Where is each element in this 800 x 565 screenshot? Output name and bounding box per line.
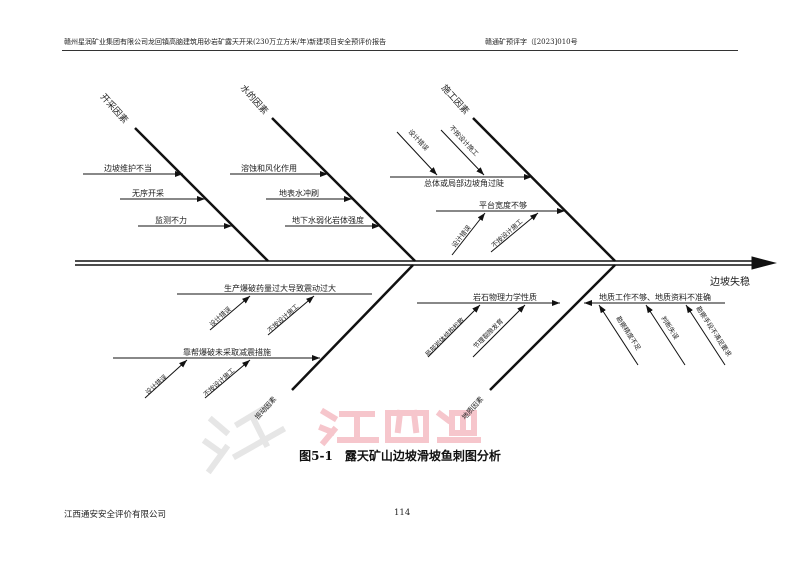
sub-cause-line xyxy=(440,129,485,176)
cause-label: 地质工作不够、地质资料不准确 xyxy=(599,292,711,302)
sub-cause-line xyxy=(209,295,251,331)
cause-label: 无序开采 xyxy=(132,188,164,198)
sub-cause-label: 设计错误 xyxy=(207,304,233,328)
cause-label: 地下水弱化岩体强度 xyxy=(292,215,364,225)
watermark-glyph-gray xyxy=(201,401,287,475)
page-number: 114 xyxy=(394,508,411,518)
header-divider xyxy=(62,50,738,51)
sub-cause-label: 不按设计施工 xyxy=(265,301,300,334)
category-water: 水的因素 xyxy=(238,82,271,117)
header-report-title: 赣州星润矿业集团有限公司龙回镇高脑建筑用砂岩矿露天开采(230万立方米/年)新建… xyxy=(64,38,387,46)
sub-cause-label: 不按设计施工 xyxy=(489,216,524,249)
sub-cause-label: 设计错误 xyxy=(407,127,432,153)
sub-cause-line xyxy=(472,304,526,358)
bone-construction xyxy=(472,117,616,262)
cause-label: 平台宽度不够 xyxy=(479,200,527,210)
sub-cause-label: 不按设计施工 xyxy=(448,123,482,158)
cause-label: 靠帮爆破未采取减震措施 xyxy=(183,347,271,357)
sub-cause-line xyxy=(204,359,251,399)
sub-cause-label: 勘察精度不足 xyxy=(614,314,643,352)
footer-company: 江西通安安全评价有限公司 xyxy=(64,510,167,520)
header-report-number: 赣通矿预评字（[2023]010号 xyxy=(485,38,578,46)
bone-mining xyxy=(134,127,269,262)
sub-cause-label: 勘察手段不满足要求 xyxy=(694,304,734,358)
sub-cause-label: 不按设计施工 xyxy=(201,365,236,398)
sub-cause-label: 设计错误 xyxy=(143,372,169,396)
cause-label: 监测不力 xyxy=(155,215,187,225)
sub-cause-line xyxy=(685,304,726,366)
cause-label: 总体或局部边坡角过陡 xyxy=(424,178,504,188)
sub-cause-line xyxy=(144,359,188,399)
cause-label: 岩石物理力学性质 xyxy=(473,292,537,302)
category-construction: 施工因素 xyxy=(439,82,472,117)
watermark xyxy=(201,401,481,475)
cause-label: 溶蚀和风化作用 xyxy=(241,163,297,173)
sub-cause-line xyxy=(451,212,486,256)
cause-label: 地表水冲刷 xyxy=(279,188,319,198)
figure-caption: 图5-1 露天矿山边坡滑坡鱼刺图分析 xyxy=(299,449,501,463)
sub-cause-line xyxy=(490,212,539,253)
sub-cause-label: 局部岩体结构松散 xyxy=(423,315,466,358)
bone-geology xyxy=(489,264,616,391)
sub-cause-label: 判断失误 xyxy=(659,314,681,341)
sub-cause-label: 节理裂隙发育 xyxy=(471,316,505,350)
effect-label: 边坡失稳 xyxy=(710,275,750,288)
sub-cause-line xyxy=(427,304,481,358)
sub-cause-line xyxy=(267,295,315,336)
cause-label: 生产爆破药量过大导致震动过大 xyxy=(224,283,336,293)
sub-cause-line xyxy=(396,131,438,176)
spine-arrowhead xyxy=(751,256,777,270)
category-vibration: 振动因素 xyxy=(253,395,278,422)
bone-vibration xyxy=(291,264,414,391)
watermark-glyph-pink xyxy=(318,407,481,447)
category-mining: 开采因素 xyxy=(98,91,131,126)
bone-water xyxy=(271,117,416,262)
cause-label: 边坡维护不当 xyxy=(104,163,152,173)
sub-cause-line xyxy=(598,304,639,366)
sub-cause-line xyxy=(645,304,686,366)
sub-cause-label: 设计错误 xyxy=(449,223,472,249)
